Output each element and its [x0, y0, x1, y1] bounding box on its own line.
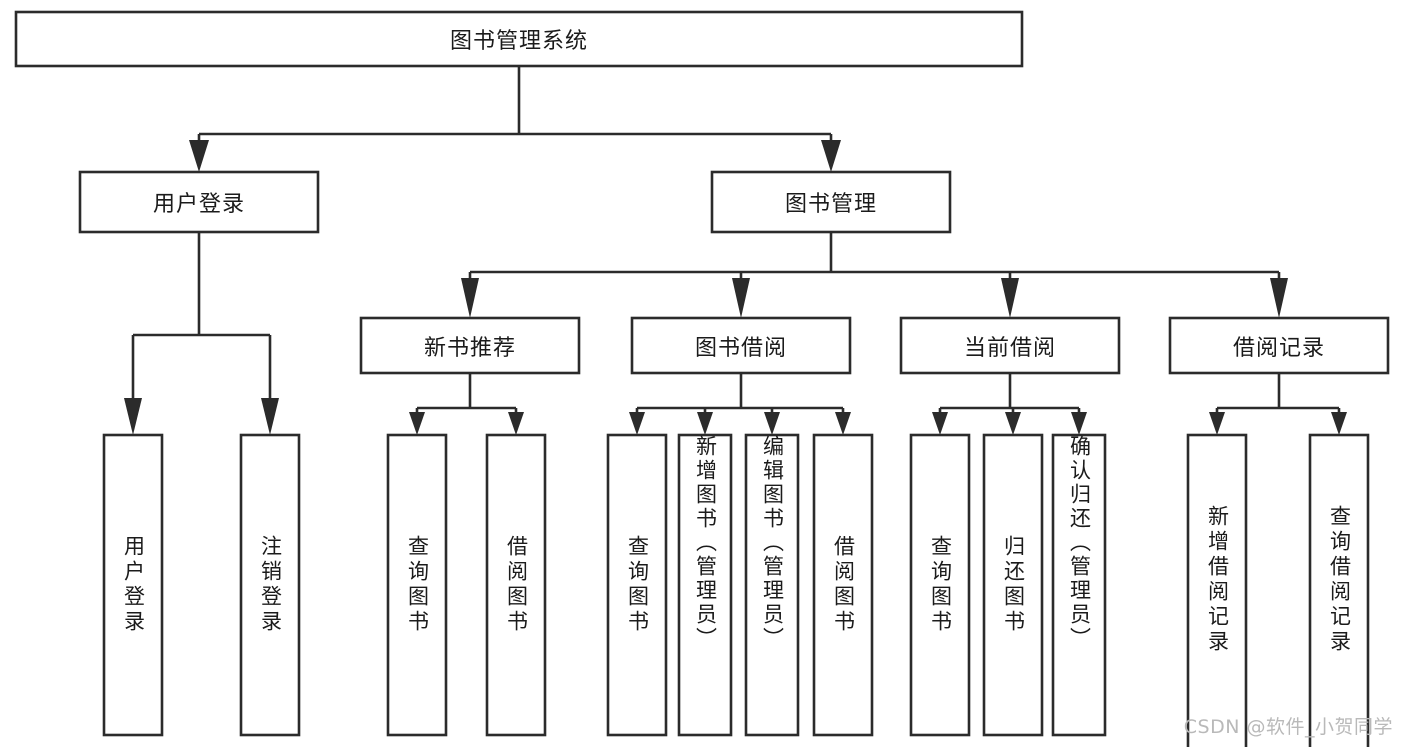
arrow-head-icon-leaf-return-book [1005, 412, 1021, 435]
node-leaf-add-book-box[interactable] [677, 433, 733, 737]
node-leaf-user-login-box[interactable] [102, 433, 164, 737]
node-current-borrow-box[interactable] [899, 316, 1121, 375]
node-leaf-borrow-book-1-box[interactable] [485, 433, 547, 737]
node-book-manage-box[interactable] [710, 170, 952, 234]
node-new-book-recommend-box[interactable] [359, 316, 581, 375]
arrow-head-icon-new-book-recommend [461, 278, 479, 318]
arrow-head-icon-leaf-logout [261, 398, 279, 435]
node-leaf-query-book-3-box[interactable] [909, 433, 971, 737]
arrow-head-icon-borrow-record [1270, 278, 1288, 318]
edge-group-borrow-record [1209, 373, 1347, 435]
arrow-head-icon-leaf-borrow-book-1 [508, 412, 524, 435]
arrow-head-icon-leaf-query-record [1331, 412, 1347, 435]
node-leaf-logout-box[interactable] [239, 433, 301, 737]
arrow-head-icon-book-borrow [732, 278, 750, 318]
arrow-head-icon-leaf-query-book-1 [409, 412, 425, 435]
arrow-head-icon-leaf-user-login [124, 398, 142, 435]
arrow-head-icon-leaf-edit-book [764, 412, 780, 435]
arrow-head-icon-current-borrow [1001, 278, 1019, 318]
arrow-head-icon-leaf-add-record [1209, 412, 1225, 435]
arrow-head-icon-leaf-confirm-return [1071, 412, 1087, 435]
node-leaf-edit-book-box[interactable] [744, 433, 800, 737]
node-root-box[interactable] [14, 10, 1024, 68]
arrow-head-icon-leaf-borrow-book-2 [835, 412, 851, 435]
edge-group-current-borrow [932, 373, 1087, 435]
edge-group-user-login [124, 232, 279, 435]
edge-group-book-borrow [629, 373, 851, 435]
edge-group-new-book-recommend [409, 373, 524, 435]
node-leaf-query-book-1-box[interactable] [386, 433, 448, 737]
arrow-head-icon-book-manage [821, 140, 841, 172]
arrow-head-icon-leaf-add-book [697, 412, 713, 435]
node-leaf-borrow-book-2-box[interactable] [812, 433, 874, 737]
edge-group-root [189, 66, 841, 172]
edge-group-book-manage [461, 232, 1288, 318]
node-borrow-record-box[interactable] [1168, 316, 1390, 375]
node-leaf-query-record-box[interactable] [1308, 433, 1370, 747]
node-leaf-confirm-return-box[interactable] [1051, 433, 1107, 737]
node-book-borrow-box[interactable] [630, 316, 852, 375]
arrow-head-icon-leaf-query-book-2 [629, 412, 645, 435]
arrow-head-icon-user-login [189, 140, 209, 172]
arrow-head-icon-leaf-query-book-3 [932, 412, 948, 435]
node-user-login-box[interactable] [78, 170, 320, 234]
node-leaf-return-book-box[interactable] [982, 433, 1044, 737]
node-leaf-query-book-2-box[interactable] [606, 433, 668, 737]
node-leaf-add-record-box[interactable] [1186, 433, 1248, 747]
